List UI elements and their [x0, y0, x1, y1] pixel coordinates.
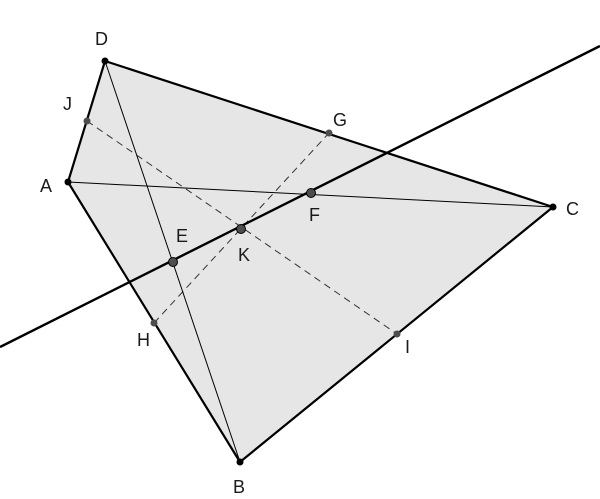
point-e [168, 257, 178, 267]
label-i: I [405, 337, 410, 357]
point-b [236, 458, 244, 466]
label-f: F [309, 205, 320, 225]
label-c: C [566, 199, 579, 219]
label-h: H [137, 330, 150, 350]
point-d [101, 57, 109, 65]
point-c [549, 203, 557, 211]
quadrilateral-abcd [68, 61, 553, 462]
point-f [306, 188, 316, 198]
point-i [393, 330, 401, 338]
label-j: J [63, 94, 72, 114]
point-g [325, 129, 333, 137]
dashed-line-ji [86, 120, 398, 335]
label-d: D [95, 29, 108, 49]
point-a [64, 178, 72, 186]
point-k [236, 224, 246, 234]
point-j [83, 117, 91, 125]
label-e: E [176, 226, 188, 246]
label-g: G [333, 110, 347, 130]
label-b: B [233, 477, 245, 497]
line-through-e-f [0, 44, 600, 349]
point-h [150, 319, 158, 327]
label-a: A [40, 176, 52, 196]
label-k: K [238, 245, 250, 265]
